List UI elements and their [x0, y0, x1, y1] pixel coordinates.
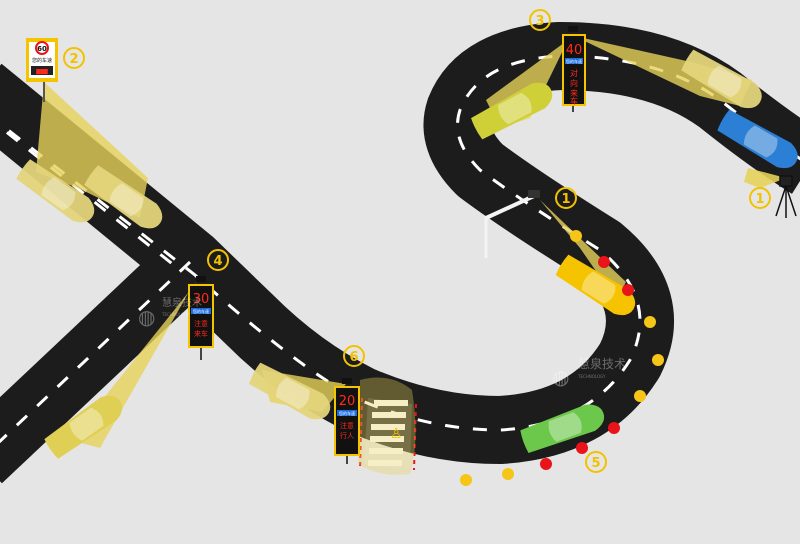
crosswalk — [359, 397, 417, 471]
watermark-1: ◍ 慧泉技术 TECHNOLOGY — [138, 296, 202, 329]
lane-dash-left-branch — [0, 260, 192, 444]
watermark-2-logo-icon: ◍ — [552, 365, 569, 389]
marker-5: 5 — [585, 451, 607, 473]
beam-sign-1-right — [744, 168, 786, 188]
beam-sign-1-upper — [540, 200, 626, 300]
watermark-1-en: TECHNOLOGY — [161, 312, 190, 317]
pedestrian-icon: ♙ — [390, 426, 403, 442]
sign-30-speed: 30 — [193, 292, 210, 307]
marker-2-label: 2 — [69, 52, 78, 67]
marker-1-upper: 1 — [555, 187, 577, 209]
watermark-2-en: TECHNOLOGY — [577, 374, 606, 379]
lane-dash-upper-left — [0, 125, 181, 272]
gantry — [484, 190, 540, 258]
marker-3: 3 — [529, 9, 551, 31]
marker-3-label: 3 — [535, 14, 544, 29]
watermark-1-cn: 慧泉技术 — [162, 296, 202, 309]
watermark-1-logo-icon: ◍ — [138, 305, 155, 329]
warning-dots — [460, 230, 664, 486]
sign-60-caption: 您的车速 — [32, 57, 52, 64]
marker-1-right-label: 1 — [755, 192, 764, 207]
watermark-2: ◍ 慧泉技术 TECHNOLOGY — [552, 356, 626, 389]
sign-40-speed: 40 — [566, 43, 583, 58]
markers: 2 3 4 1 1 6 5 — [63, 9, 771, 473]
sign-20-message: 注意行人 — [340, 421, 354, 440]
marker-6: 6 — [343, 345, 365, 367]
speed-sign-30: 30 您的车速 注意来车 — [188, 276, 214, 360]
sign-20-speed: 20 — [339, 394, 356, 409]
beam-sign-3-right — [574, 36, 752, 106]
marker-1-right: 1 — [749, 187, 771, 209]
sign-60-speed: 60 — [37, 45, 47, 53]
sign-30-message: 注意来车 — [194, 319, 208, 338]
sign-60-led: ▇▇▇ — [35, 69, 48, 75]
marker-4: 4 — [207, 249, 229, 271]
speed-sign-60: 60 您的车速 ▇▇▇ — [26, 38, 58, 102]
sign-40-message: 对向来车 — [570, 68, 578, 106]
marker-5-label: 5 — [591, 456, 600, 471]
crosswalk-highlight — [358, 377, 416, 475]
marker-1-upper-label: 1 — [561, 192, 570, 207]
speed-sign-20: 20 您的车速 注意行人 — [334, 378, 360, 464]
watermark-2-cn: 慧泉技术 — [578, 356, 626, 371]
tripod-camera-icon — [775, 175, 797, 218]
marker-6-label: 6 — [349, 350, 358, 365]
sign-30-caption: 您的车速 — [193, 308, 209, 314]
sign-40-caption: 您的车速 — [566, 58, 582, 64]
marker-2: 2 — [63, 47, 85, 69]
sign-20-caption: 您的车速 — [339, 410, 355, 416]
marker-4-label: 4 — [213, 254, 222, 269]
speed-sign-40: 40 您的车速 对向来车 — [562, 26, 586, 112]
